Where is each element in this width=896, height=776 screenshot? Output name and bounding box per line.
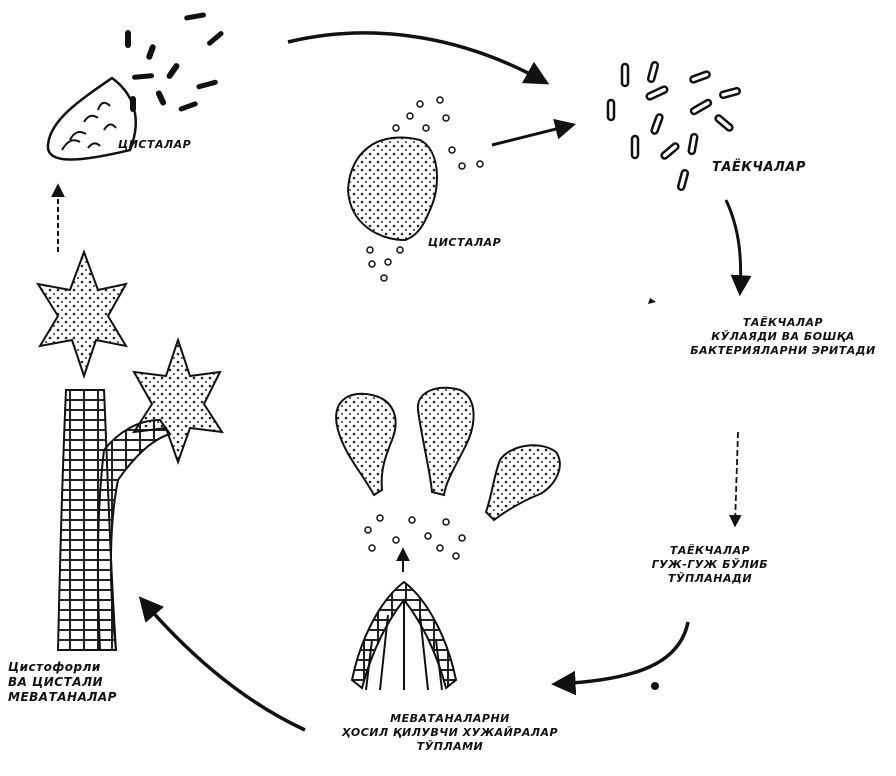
cyst-sporangium-illustration [348,97,483,281]
caption-line: ВА ЦИСТАЛИ [8,675,117,690]
arrow-feeding-down [735,432,738,525]
fruiting-body-formation-illustration [336,388,560,690]
caption-line: ТАЁКЧАЛАР [672,316,894,330]
cysts-label-top: ЦИСТАЛАР [118,138,191,152]
arrow-mid-cysts-to-rods [492,125,572,145]
dot-mark [651,682,659,690]
caption-line: МЕВАТАНАЛАР [8,690,117,705]
tick-mark [648,298,656,304]
arrow-rods-down [726,200,741,292]
caption-line: Цистофорли [8,660,117,675]
caption-line: ТЎПЛАНАДИ [620,572,800,586]
arrow-gather-to-fruiting [556,622,688,684]
rods-gather-caption: ТАЁКЧАЛАР ГУЖ-ГУЖ БЎЛИБ ТЎПЛАНАДИ [620,544,800,585]
cystophore-caption: Цистофорли ВА ЦИСТАЛИ МЕВАТАНАЛАР [8,660,117,705]
caption-line: ТАЁКЧАЛАР [620,544,800,558]
fruiting-cells-caption: МЕВАТАНАЛАРНИ ҲОСИЛ ҚИЛУВЧИ ХУЖАЙРАЛАР Т… [290,712,610,753]
arrow-fruiting-to-cystophore [142,600,305,730]
rods-eat-bacteria-caption: ТАЁКЧАЛАР КЎЛАЯДИ ВА БОШҚА БАКТЕРИЯЛАРНИ… [672,316,894,357]
caption-line: ҲОСИЛ ҚИЛУВЧИ ХУЖАЙРАЛАР [290,726,610,740]
cystophore-fruiting-body-illustration [38,252,222,650]
caption-line: КЎЛАЯДИ ВА БОШҚА [672,330,894,344]
caption-line: ТЎПЛАМИ [290,740,610,754]
caption-line: БАКТЕРИЯЛАРНИ ЭРИТАДИ [672,344,894,358]
caption-line: МЕВАТАНАЛАРНИ [290,712,610,726]
caption-line: ГУЖ-ГУЖ БЎЛИБ [620,558,800,572]
arrow-top-to-rods [288,33,545,82]
rods-label: ТАЁКЧАЛАР [712,160,806,176]
cysts-label-middle: ЦИСТАЛАР [428,236,501,250]
